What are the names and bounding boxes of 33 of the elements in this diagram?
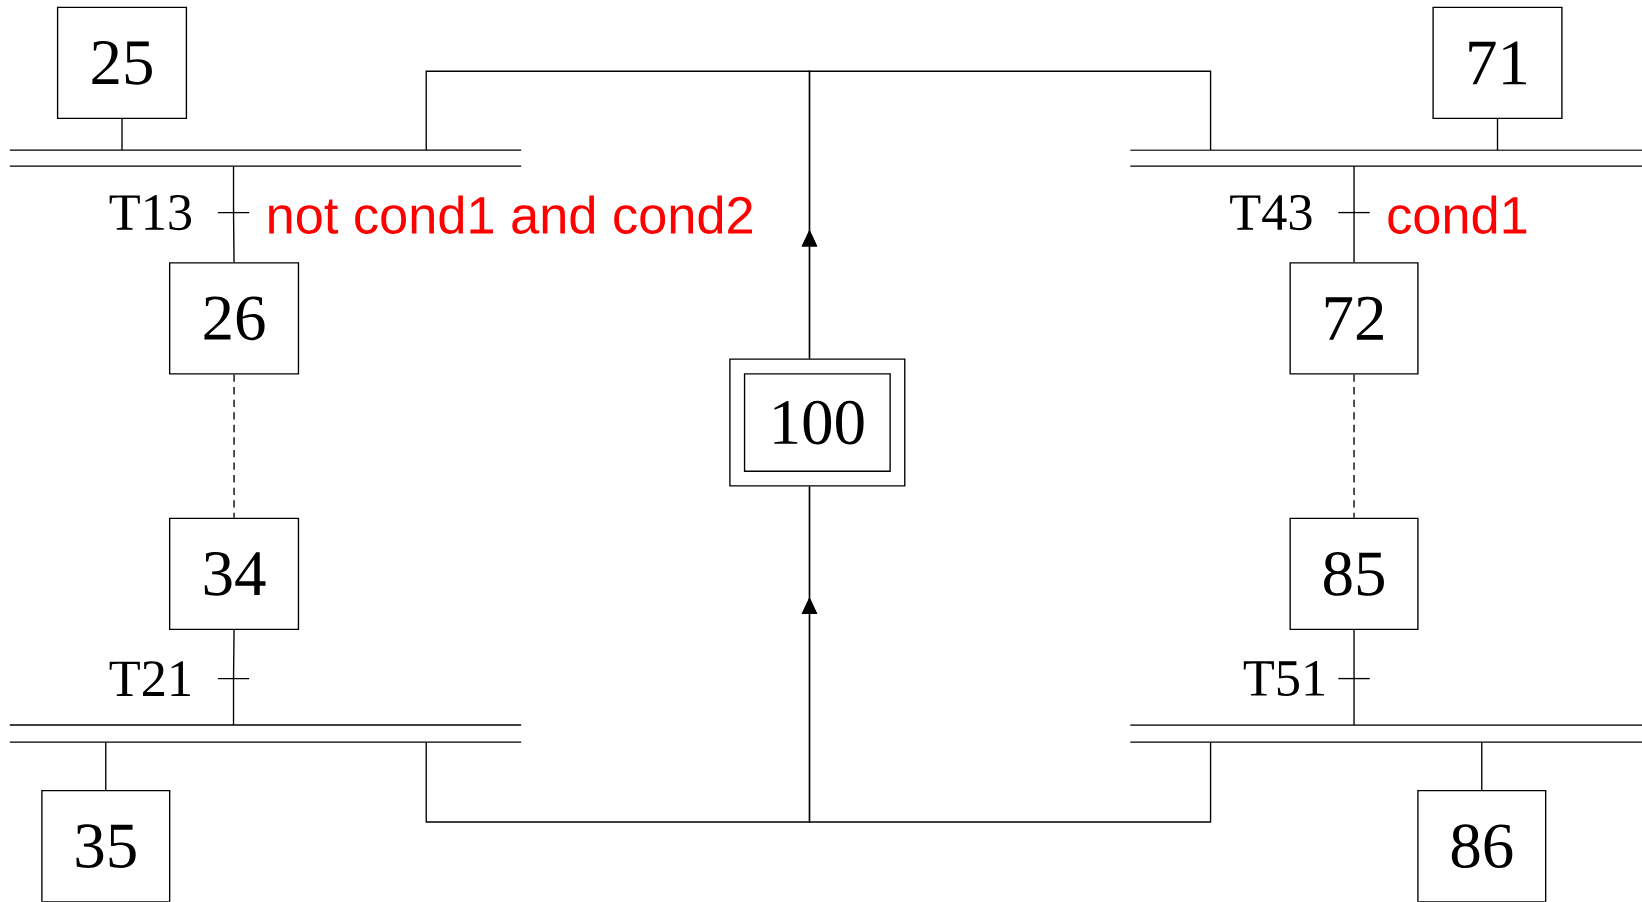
dashed-connector: [1353, 374, 1355, 519]
initial-step-box: 100: [729, 358, 906, 487]
connector-line: [232, 629, 235, 680]
connector-line: [1353, 629, 1355, 680]
arrow: [801, 70, 1212, 360]
connector-line: [232, 165, 235, 214]
double-bar: [1129, 149, 1642, 167]
connector-line: [1353, 678, 1355, 726]
connector-line: [1353, 212, 1355, 264]
connector-line: [1353, 165, 1355, 214]
connector-line: [232, 678, 235, 726]
double-bar: [9, 724, 522, 743]
step-box: 35: [41, 790, 171, 902]
transition: T21: [109, 661, 250, 697]
double-bar: [9, 149, 522, 167]
connector-line: [121, 118, 123, 151]
connector-line: [105, 741, 107, 791]
step-box: 86: [1417, 790, 1547, 902]
step-box: 85: [1289, 517, 1419, 631]
step-box: 34: [168, 517, 300, 631]
step-box: 26: [168, 262, 300, 375]
dashed-connector: [233, 374, 235, 519]
connector-line: [1481, 741, 1483, 791]
transition: T13 not cond1 and cond2: [109, 195, 752, 235]
arrow: [801, 486, 1212, 823]
transition: T51: [1243, 661, 1371, 697]
double-bar: [1129, 724, 1642, 743]
step-box: 71: [1432, 6, 1563, 120]
step-box: 25: [56, 6, 188, 120]
step-box: 72: [1289, 262, 1419, 375]
connector-line: [232, 212, 235, 264]
transition: T43 cond1: [1230, 195, 1527, 235]
connector-line: [1496, 118, 1499, 151]
